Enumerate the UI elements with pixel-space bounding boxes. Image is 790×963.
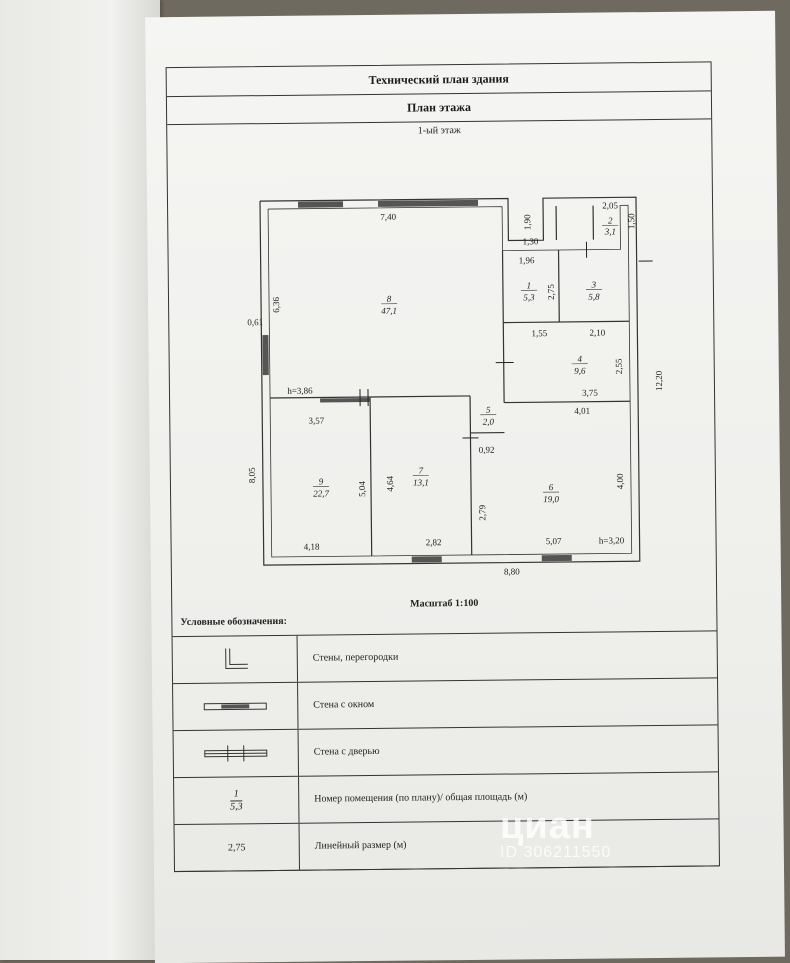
window-mark	[542, 555, 572, 561]
legend-dimension: 2,75	[228, 842, 246, 853]
window-mark	[378, 200, 478, 207]
window-symbol	[173, 683, 298, 730]
room-5-number: 5	[486, 405, 491, 415]
room-7-area: 13,1	[413, 477, 429, 487]
technical-plan-frame: Технический план здания План этажа 1-ый …	[166, 61, 720, 872]
room-6-number: 6	[549, 482, 554, 492]
dimension-label: h=3,20	[599, 535, 625, 545]
legend-table: Стены, перегородки Стена с окном Стена с…	[173, 630, 719, 872]
dimension-label: 2,10	[589, 328, 605, 338]
scale-label: Масштаб 1:100	[172, 595, 716, 612]
window-mark	[412, 556, 442, 562]
legend-room-num: 1	[230, 788, 243, 801]
dimension-label: 1,30	[523, 236, 539, 246]
room-9-area: 22,7	[313, 488, 329, 498]
room-5-area: 2,0	[483, 417, 495, 427]
dimension-label: 0,92	[479, 445, 495, 455]
legend-text: Стена с дверью	[314, 729, 380, 776]
legend-text: Стена с окном	[313, 682, 374, 729]
legend-row: Стена с окном	[173, 678, 717, 731]
legend-row: Стены, перегородки	[173, 631, 717, 684]
dimension-symbol: 2,75	[175, 824, 300, 871]
legend-row: 2,75 Линейный размер (м)	[175, 819, 719, 872]
dimension-label: 2,79	[477, 504, 487, 520]
legend-text: Линейный размер (м)	[315, 823, 407, 870]
dimension-label: 5,07	[546, 536, 562, 546]
legend-row: Стена с дверью	[174, 725, 718, 778]
dimension-label: 8,05	[247, 467, 257, 483]
dimension-label: 6,36	[271, 297, 281, 313]
room-6-area: 19,0	[543, 494, 559, 504]
dimension-label: 4,01	[574, 406, 590, 416]
room-number-symbol: 1 5,3	[174, 777, 299, 824]
room-7-number: 7	[419, 465, 424, 475]
room-4-number: 4	[577, 354, 582, 364]
left-page	[0, 0, 160, 960]
dimension-label: 1,96	[519, 255, 535, 265]
room-9-number: 9	[319, 476, 324, 486]
room-8-area: 47,1	[381, 306, 397, 316]
dimension-label: 1,90	[522, 214, 532, 230]
legend-room-area: 5,3	[230, 801, 243, 813]
wall-symbol	[173, 636, 298, 683]
dimension-label: 5,04	[357, 481, 367, 497]
room-3-area: 5,8	[588, 292, 600, 302]
room-2-area: 3,1	[604, 226, 616, 236]
room-1-number: 1	[527, 280, 532, 290]
room-1-area: 5,3	[523, 292, 535, 302]
legend-text: Стены, перегородки	[313, 635, 399, 682]
dimension-label: 2,05	[602, 200, 618, 210]
watermark: циан ID 306211550	[500, 805, 611, 862]
window-mark	[298, 201, 343, 207]
dimension-label: 4,18	[304, 542, 320, 552]
legend-title: Условные обозначения:	[180, 616, 287, 628]
room-2-number: 2	[608, 215, 613, 225]
dimension-label: h=3,86	[287, 386, 313, 396]
legend-text: Номер помещения (по плану)/ общая площад…	[314, 774, 528, 822]
dimension-label: 4,64	[385, 475, 395, 491]
floor-plan: 8 47,1 1 5,3 2 3,1 3 5,8 4 9,6 5 2,0 6 1…	[167, 140, 716, 586]
dimension-label: 7,40	[380, 212, 396, 222]
dimension-label: 1,55	[531, 328, 547, 338]
plan-subtitle: План этажа	[167, 90, 711, 125]
dimension-label: 2,82	[426, 537, 442, 547]
door-symbol	[174, 730, 299, 777]
floor-label: 1-ый этаж	[167, 122, 711, 139]
dimension-label: 12,20	[654, 370, 664, 391]
dimension-label: 3,57	[308, 415, 324, 425]
dimension-label: 3,75	[582, 388, 598, 398]
dimension-label: 1,50	[626, 213, 636, 229]
room-3-number: 3	[591, 280, 597, 290]
dimension-label: 4,00	[615, 473, 625, 489]
room-4-area: 9,6	[574, 366, 586, 376]
watermark-logo: циан	[500, 805, 611, 848]
room-8-number: 8	[387, 294, 392, 304]
document-page: Технический план здания План этажа 1-ый …	[145, 11, 785, 963]
window-mark	[320, 398, 370, 403]
dimension-label: 2,55	[614, 358, 624, 374]
window-mark	[262, 335, 268, 375]
dimension-label: 2,75	[546, 284, 556, 300]
legend-row: 1 5,3 Номер помещения (по плану)/ общая …	[174, 772, 718, 825]
watermark-id: ID 306211550	[500, 844, 611, 862]
dimension-label: 8,80	[504, 566, 520, 576]
dimension-label: 0,61	[247, 317, 263, 327]
